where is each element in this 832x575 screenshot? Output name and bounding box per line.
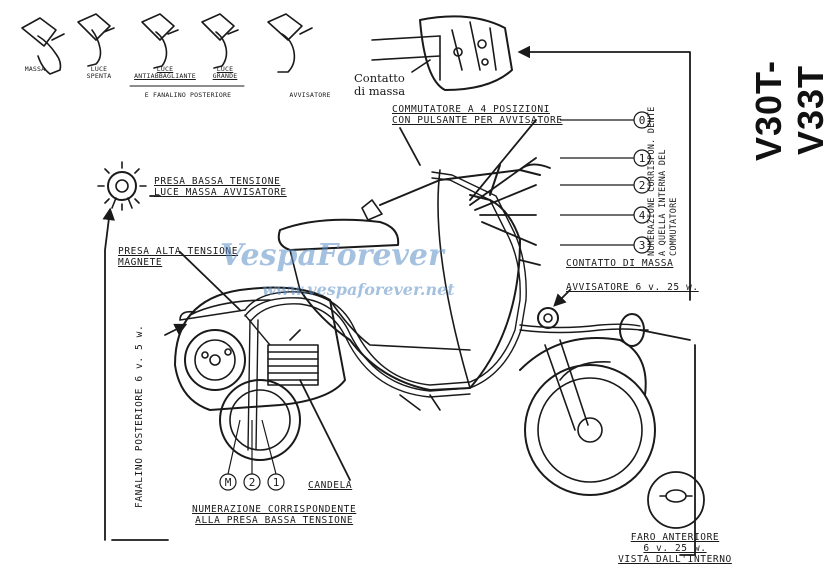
switch-hand-massa <box>21 17 65 75</box>
magneto-flywheel <box>179 310 246 391</box>
label-luce-grande: LUCE GRANDE <box>212 65 238 80</box>
plug-number-2: 2 <box>249 476 256 489</box>
wiring-harness <box>179 171 641 451</box>
label-avvisatore: AVVISATORE 6 v. 25 w. <box>566 282 699 293</box>
label-numerazione-presa: NUMERAZIONE CORRISPONDENTE ALLA PRESA BA… <box>192 504 357 526</box>
label-fanalino-posteriore: FANALINO POSTERIORE 6 v. 5 w. <box>134 324 145 508</box>
watermark-url: www.vespaforever.net <box>262 280 455 299</box>
switch-hand-avvisatore <box>267 13 313 73</box>
switch-number-4: 4 <box>639 209 646 222</box>
engine-cylinder <box>267 329 319 386</box>
label-contatto-di-massa-script: Contatto di massa <box>354 71 406 98</box>
label-luce-spenta: LUCE SPENTA <box>86 65 112 80</box>
commutatore-housing <box>371 15 513 91</box>
wiring-diagram: 0 1 2 4 3 M 2 1 <box>21 13 705 556</box>
label-commutatore: COMMUTATORE A 4 POSIZIONI CON PULSANTE P… <box>392 104 563 126</box>
switch-number-2: 2 <box>639 179 646 192</box>
plug-number-m: M <box>225 476 232 489</box>
horn <box>537 307 559 329</box>
watermark-logo: VespaForever <box>220 238 444 273</box>
label-presa-alta-tensione: PRESA ALTA TENSIONE MAGNETE <box>118 246 239 268</box>
switch-hand-luce-antiabbagliante <box>141 13 179 69</box>
label-numerazione-commutatore: NUMERAZIONE CORRISPON. DENTE A QUELLA IN… <box>646 106 678 256</box>
label-massa: MASSA <box>24 65 46 73</box>
presa-bassa-tensione-gear <box>97 161 147 211</box>
leader-lines <box>102 45 696 556</box>
switch-hand-luce-spenta <box>77 13 115 67</box>
switch-number-0: 0 <box>639 114 646 127</box>
label-fanalino-posteriore-top: E FANALINO POSTERIORE <box>144 91 232 99</box>
switch-number-1: 1 <box>639 152 646 165</box>
model-title: V30T-V33T <box>748 59 831 161</box>
switch-number-3: 3 <box>639 239 646 252</box>
switch-hand-luce-grande <box>201 13 239 69</box>
scooter-body <box>174 163 656 496</box>
label-avvisatore-top: AVVISATORE <box>289 91 331 99</box>
label-luce-antiabbagliante: LUCE ANTIABBAGLIANTE <box>134 65 196 80</box>
label-faro-anteriore: FARO ANTERIORE 6 v. 25 w. VISTA DALL'INT… <box>618 532 732 565</box>
switch-number-markers: 0 1 2 4 3 <box>560 111 651 254</box>
plug-number-markers: M 2 1 <box>219 419 285 491</box>
plug-number-1: 1 <box>273 476 280 489</box>
faro-inset <box>647 471 705 529</box>
label-presa-bassa-tensione: PRESA BASSA TENSIONE LUCE MASSA AVVISATO… <box>154 176 287 198</box>
label-candela: CANDELA <box>308 480 353 491</box>
label-contatto-di-massa: CONTATTO DI MASSA <box>566 258 674 269</box>
